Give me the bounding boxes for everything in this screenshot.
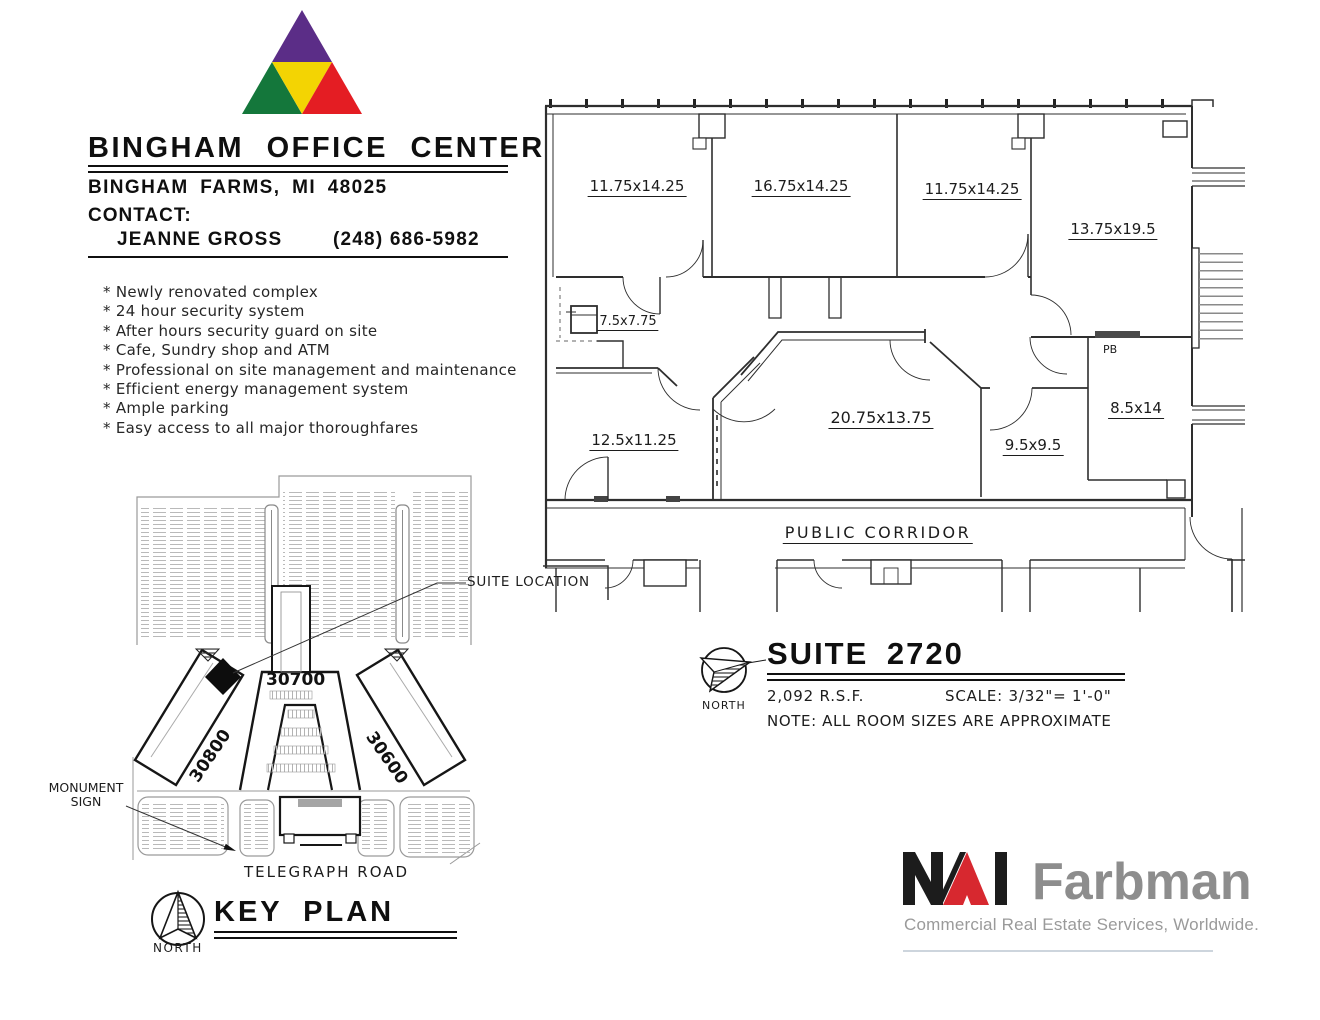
suite-scale: SCALE: 3/32"= 1'-0" <box>945 687 1112 705</box>
suite-title-underline <box>767 673 1125 681</box>
feature-item: Cafe, Sundry shop and ATM <box>103 341 517 360</box>
feature-item: After hours security guard on site <box>103 322 517 341</box>
keyplan-title-underline <box>214 931 457 939</box>
title-underline <box>88 165 508 173</box>
contact-underline <box>88 256 508 259</box>
key-plan-drawing <box>125 475 609 865</box>
room-label: 7.5x7.75 <box>597 314 659 331</box>
contact-name: JEANNE GROSS <box>117 229 283 250</box>
north-label-suite: NORTH <box>702 699 746 712</box>
feature-item: 24 hour security system <box>103 302 517 321</box>
bingham-logo <box>242 10 362 114</box>
suite-title: SUITE 2720 <box>767 636 964 671</box>
north-label-keyplan: NORTH <box>153 941 203 955</box>
page-title: BINGHAM OFFICE CENTER <box>88 132 545 164</box>
feature-item: Professional on site management and main… <box>103 361 517 380</box>
room-label: 9.5x9.5 <box>1002 436 1064 456</box>
room-label: 13.75x19.5 <box>1068 220 1158 240</box>
room-label: 12.5x11.25 <box>589 431 679 451</box>
suite-note: NOTE: ALL ROOM SIZES ARE APPROXIMATE <box>767 712 1112 730</box>
room-label: 11.75x14.25 <box>922 180 1022 200</box>
brand-tagline: Commercial Real Estate Services, Worldwi… <box>904 915 1260 934</box>
nai-logo-mark <box>903 852 1007 905</box>
contact-label: CONTACT: <box>88 205 192 226</box>
feature-list: Newly renovated complex 24 hour security… <box>103 283 517 438</box>
feature-item: Easy access to all major thoroughfares <box>103 419 517 438</box>
pb-label: PB <box>1103 343 1118 356</box>
room-label: 20.75x13.75 <box>828 408 934 429</box>
corridor-label: PUBLIC CORRIDOR <box>782 523 974 544</box>
monument-sign-label: MONUMENT SIGN <box>44 781 128 809</box>
suite-area: 2,092 R.S.F. <box>767 687 865 705</box>
road-label: TELEGRAPH ROAD <box>244 863 410 881</box>
room-label: 16.75x14.25 <box>751 177 851 197</box>
brand-name: Farbman <box>1032 853 1252 911</box>
feature-item: Ample parking <box>103 399 517 418</box>
floor-plan-drawing <box>544 99 1245 612</box>
monument-line2: SIGN <box>70 794 102 809</box>
north-arrow-suite-icon <box>699 647 767 693</box>
monument-line1: MONUMENT <box>48 780 124 795</box>
north-arrow-keyplan-icon <box>151 889 205 946</box>
room-label: 8.5x14 <box>1108 399 1164 419</box>
feature-item: Efficient energy management system <box>103 380 517 399</box>
room-label: 11.75x14.25 <box>587 177 687 197</box>
brand-rule <box>903 950 1213 952</box>
contact-phone: (248) 686-5982 <box>333 229 480 250</box>
suite-location-label: SUITE LOCATION <box>467 574 590 590</box>
feature-item: Newly renovated complex <box>103 283 517 302</box>
building-30700-label: 30700 <box>266 670 326 690</box>
city-line: BINGHAM FARMS, MI 48025 <box>88 177 388 198</box>
keyplan-title: KEY PLAN <box>214 896 395 928</box>
